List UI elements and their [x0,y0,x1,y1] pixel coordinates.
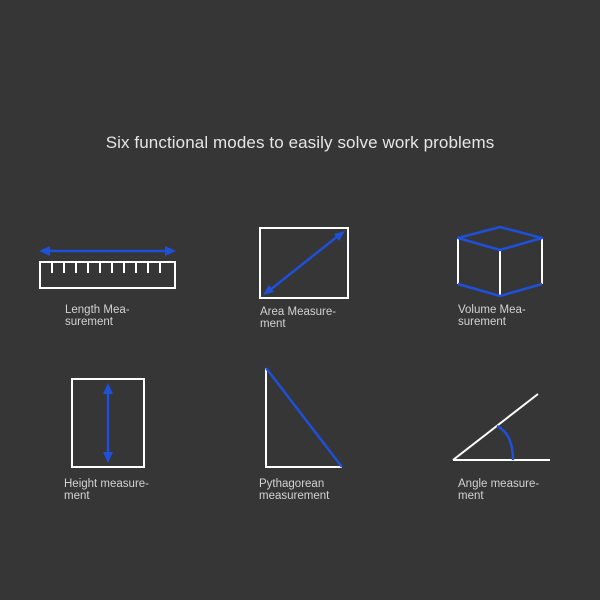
label-line: Length Mea- [65,304,130,316]
label-line: Volume Mea- [458,304,526,316]
angle-icon [452,393,550,461]
label-line: ment [64,490,90,502]
mode-label-pythagorean: Pythagorean measurement [259,478,329,502]
label-line: surement [458,316,506,328]
label-line: surement [65,316,113,328]
height-arrow-icon [71,378,145,468]
mode-label-angle: Angle measure- ment [458,478,539,502]
label-line: measurement [259,490,330,502]
label-line: ment [260,318,286,330]
label-line: Pythagorean [259,478,325,490]
label-line: Area Measure- [260,306,337,318]
label-line: Angle measure- [458,478,540,490]
cube-icon [456,225,544,298]
page-headline: Six functional modes to easily solve wor… [105,133,495,152]
label-line: Height measure- [64,478,150,490]
mode-label-volume: Volume Mea- surement [458,304,526,328]
right-triangle-icon [265,367,343,468]
ruler-icon [39,246,176,289]
mode-label-area: Area Measure- ment [260,306,336,330]
area-diagonal-icon [259,227,349,299]
mode-label-length: Length Mea- surement [65,304,130,328]
label-line: ment [458,490,484,502]
mode-label-height: Height measure- ment [64,478,149,502]
